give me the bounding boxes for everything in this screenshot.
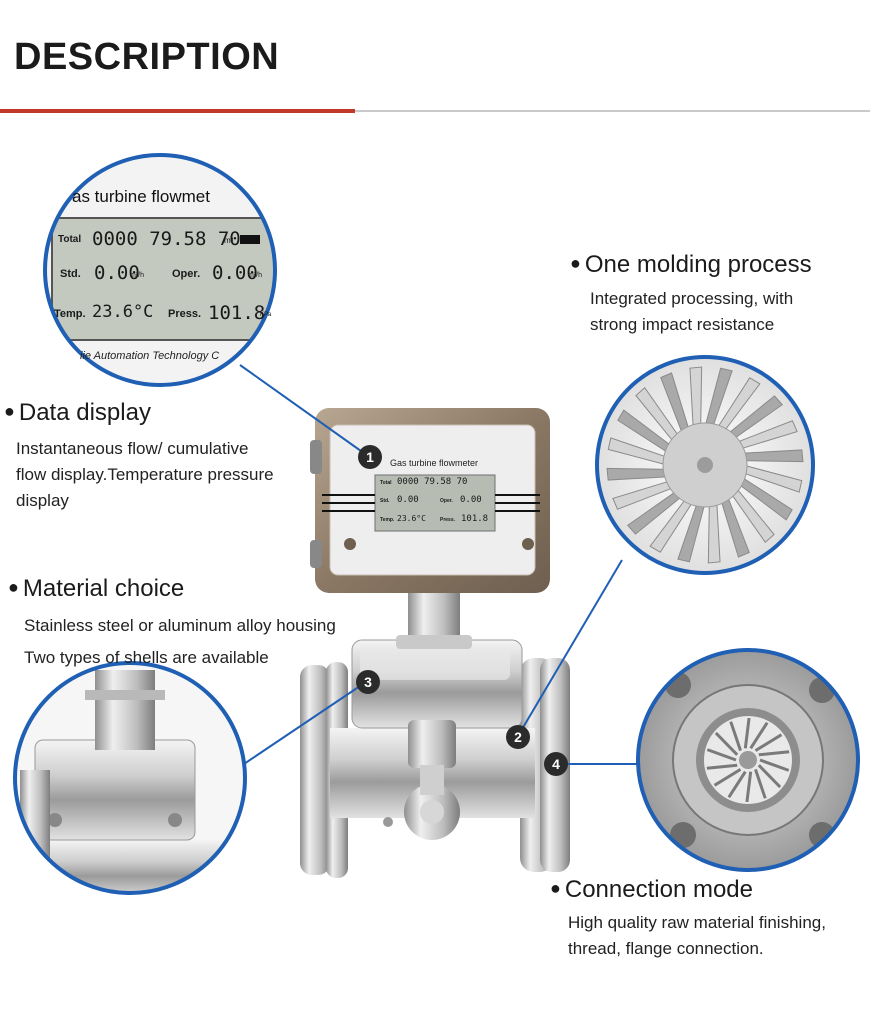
flange-vane: [714, 731, 739, 756]
lcd-total-value: 0000 79.58 70: [92, 228, 241, 250]
lcd-zoom-circle: [43, 153, 277, 387]
feature-title-text: Data display: [18, 399, 151, 426]
bullet-icon: ●: [550, 878, 561, 898]
flange-vane: [758, 750, 790, 757]
feature-data-display-desc: Instantaneous flow/ cumulative flow disp…: [16, 436, 274, 514]
device-lcd-title: Gas turbine flowmeter: [390, 458, 479, 468]
turbine-zoom-circle: [595, 355, 815, 575]
turbine-cap: [697, 457, 713, 473]
flange-vane: [754, 733, 783, 752]
device-lcd-temp-label: Temp.: [380, 517, 395, 523]
lcd-oper-value: 0.00: [212, 262, 258, 284]
lcd-oper-unit: m³/h: [248, 272, 262, 279]
desc-line: Instantaneous flow/ cumulative: [16, 439, 249, 458]
desc-line: Integrated processing, with: [590, 289, 794, 308]
lcd-total-unit: m³: [224, 236, 234, 245]
flange-vane: [727, 770, 747, 799]
lcd-press-unit: KPa: [260, 312, 272, 318]
feature-connection-title: ●Connection mode: [550, 876, 753, 904]
title-divider: [355, 110, 870, 112]
device-lcd-total-label: Total: [380, 480, 392, 486]
marker-2: 2: [506, 725, 530, 749]
lcd-oper-label: Oper.: [172, 268, 201, 280]
flange-vane: [757, 764, 782, 789]
device-lcd-oper-value: 0.00: [460, 495, 482, 505]
lcd-footer-text: iie Automation Technology C: [80, 350, 220, 362]
title-underline-accent: [0, 109, 355, 113]
device-lcd-total-value: 0000 79.58 70: [397, 477, 468, 487]
flange-vane: [745, 771, 753, 803]
feature-molding-desc: Integrated processing, with strong impac…: [590, 286, 793, 338]
device-lcd-temp-value: 23.6°C: [397, 514, 426, 523]
housing-zoom-circle: [13, 661, 247, 895]
desc-line: thread, flange connection.: [568, 939, 764, 958]
lcd-header-text: as turbine flowmet: [72, 187, 210, 206]
flange-vane: [754, 768, 767, 799]
device-lcd-std-value: 0.00: [397, 495, 419, 505]
device-lcd-press-value: 101.8: [461, 514, 489, 524]
flange-vane: [749, 721, 769, 750]
desc-line: flow display.Temperature pressure: [16, 465, 274, 484]
feature-material-desc: Stainless steel or aluminum alloy housin…: [24, 610, 336, 674]
turbine-blades: [606, 366, 804, 564]
feature-material-title: ●Material choice: [8, 575, 184, 603]
lcd-temp-label: Temp.: [54, 308, 86, 320]
lcd-std-unit: m³/h: [130, 272, 144, 279]
page-title: DESCRIPTION: [14, 36, 280, 78]
marker-1: 1: [358, 445, 382, 469]
flange-vane: [706, 748, 737, 762]
flange-vane: [713, 768, 742, 787]
device-lcd-press-label: Press.: [440, 517, 456, 523]
device-lcd-oper-label: Oper.: [440, 498, 453, 504]
desc-line: strong impact resistance: [590, 315, 775, 334]
lcd-press-value: 101.8: [208, 302, 266, 324]
lcd-total-label: Total: [58, 234, 82, 245]
feature-molding-title: ●One molding process: [570, 251, 812, 279]
bullet-icon: ●: [4, 401, 15, 421]
marker-4: 4: [544, 752, 568, 776]
flange-vane: [706, 763, 738, 770]
lcd-std-label: Std.: [60, 268, 81, 280]
feature-title-text: One molding process: [584, 251, 812, 278]
lcd-press-label: Press.: [168, 308, 202, 320]
desc-line: Stainless steel or aluminum alloy housin…: [24, 616, 336, 635]
lcd-temp-value: 23.6°C: [92, 302, 154, 322]
device-lcd-std-label: Std.: [380, 498, 390, 504]
bullet-icon: ●: [8, 577, 19, 597]
flange-vane: [759, 758, 790, 772]
feature-data-display-title: ●Data display: [4, 399, 151, 427]
flange-vane: [729, 721, 742, 752]
bullet-icon: ●: [570, 253, 581, 273]
callout-lines: [237, 364, 640, 769]
desc-line: display: [16, 491, 69, 510]
feature-title-text: Material choice: [22, 575, 185, 602]
desc-line: Two types of shells are available: [24, 648, 269, 667]
flange-zoom-circle: [636, 648, 860, 872]
feature-connection-desc: High quality raw material finishing, thr…: [568, 910, 826, 962]
lcd-std-value: 0.00: [94, 262, 140, 284]
flange-vane: [743, 717, 751, 749]
flange-vanes: [706, 717, 790, 803]
feature-title-text: Connection mode: [564, 876, 753, 903]
desc-line: High quality raw material finishing,: [568, 913, 826, 932]
marker-3: 3: [356, 670, 380, 694]
